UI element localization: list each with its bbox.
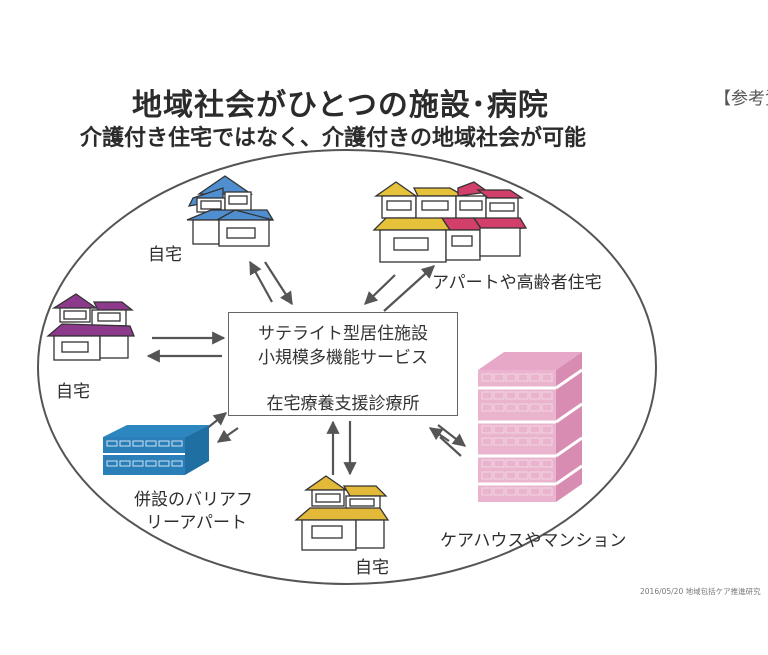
footer-source: 2016/05/20 地域包括ケア推進研究 <box>640 587 761 596</box>
house-icon <box>46 293 135 361</box>
arrow-from-home-top <box>264 261 293 306</box>
home-label-top: 自宅 <box>148 245 182 265</box>
arrow-from-apartments <box>364 274 396 305</box>
diagram-subtitle: 介護付き住宅ではなく、介護付きの地域社会が可能 <box>80 126 587 151</box>
central-facility-line3: 在宅療養支援診療所 <box>266 394 420 414</box>
apartments-label: アパートや高齢者住宅 <box>432 273 602 293</box>
arrow-to-center-tower <box>428 427 450 442</box>
care-house-label: ケアハウスやマンション <box>440 531 627 551</box>
community-boundary <box>37 149 657 585</box>
barrier-free-label-line2: リーアパート <box>146 513 247 533</box>
house-icon <box>294 475 390 551</box>
arrow-to-home-top <box>249 260 273 303</box>
low-apartment-building-icon <box>103 425 209 475</box>
apartment-houses-icon <box>372 181 528 263</box>
diagram-title: 地域社会がひとつの施設･病院 <box>132 88 549 123</box>
barrier-free-label-line1: 併設のバリアフ <box>134 490 253 510</box>
arrow-from-low-building <box>216 427 239 443</box>
arrow-to-apartments <box>383 265 435 312</box>
arrow-to-tower <box>437 424 467 447</box>
central-facility-line2: 小規模多機能サービス <box>258 348 428 368</box>
connection-arrows <box>146 260 467 476</box>
tall-building-icon <box>478 352 583 502</box>
home-label-bottom: 自宅 <box>355 558 389 578</box>
house-icon <box>186 175 275 247</box>
home-label-left: 自宅 <box>56 382 90 402</box>
reference-tag: 【参考資 <box>714 89 768 109</box>
central-facility-line1: サテライト型居住施設 <box>258 324 428 344</box>
central-facility-box: サテライト型居住施設 小規模多機能サービス 在宅療養支援診療所 <box>228 312 458 416</box>
